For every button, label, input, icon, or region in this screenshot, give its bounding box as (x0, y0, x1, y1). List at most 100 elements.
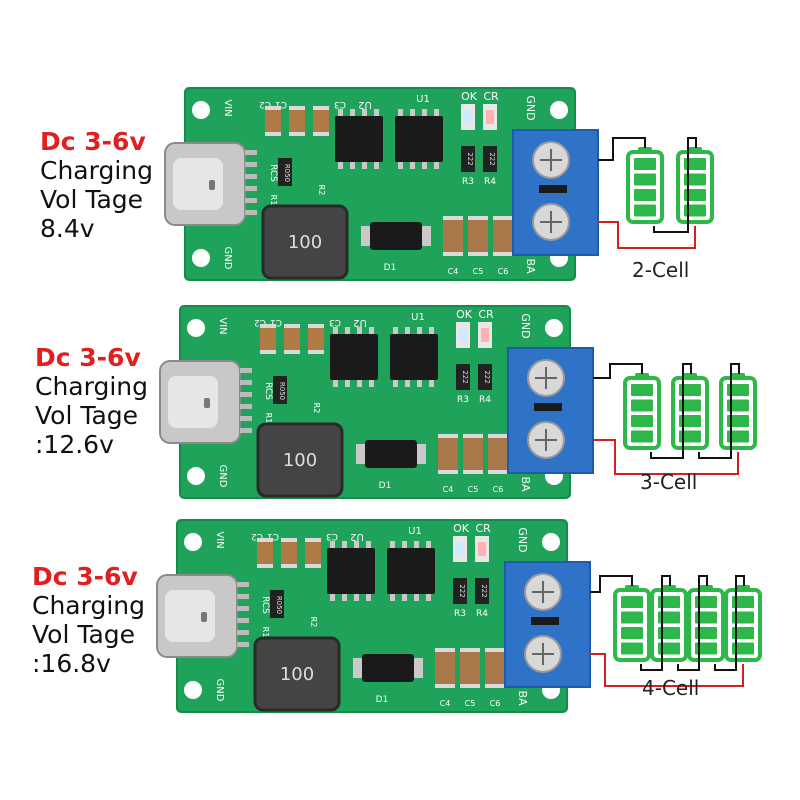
battery-bar (658, 611, 680, 624)
cell-caption: 2-Cell (632, 258, 690, 282)
rcs-label: RCS (268, 164, 278, 182)
vin-label: VIN (214, 531, 225, 548)
ic-pin (345, 327, 350, 334)
ic-pin (374, 162, 379, 169)
cell-caption: 3-Cell (640, 470, 698, 494)
r3-label: R3 (454, 609, 466, 619)
battery-bar (684, 173, 706, 186)
mounting-hole (545, 319, 563, 337)
c6-label: C6 (490, 699, 501, 708)
c3-label: C3 (334, 99, 346, 109)
input-voltage-text: Dc 3-6v (32, 562, 138, 591)
gnd-label: GND (214, 679, 225, 702)
ic-pin (434, 162, 439, 169)
gnd-right-label: GND (516, 527, 529, 552)
u1-label: U1 (408, 526, 422, 537)
wire-series (640, 575, 671, 671)
battery-bar (695, 611, 717, 624)
usb-pin (245, 210, 257, 215)
ic-pin (362, 109, 367, 116)
ic-pin (402, 541, 407, 548)
wire-black (598, 137, 646, 161)
module-row-4cell: Dc 3-6v Charging Vol Tage :16.8v VIN GND C… (0, 512, 800, 742)
mounting-hole (192, 101, 210, 119)
battery-bar (695, 627, 717, 639)
ic-pin (342, 594, 347, 601)
capacitor-body (460, 652, 480, 684)
resistor-r3 (461, 146, 475, 172)
ic-pin (354, 594, 359, 601)
c1-label: C1 (267, 531, 279, 541)
r1-label: R1 (264, 413, 273, 424)
diode-d1 (362, 654, 414, 682)
ic-pin (410, 162, 415, 169)
inductor (256, 422, 344, 498)
battery-bar (727, 384, 749, 396)
capacitor-body (468, 220, 488, 252)
led-ok-lens (456, 542, 464, 556)
ic-pin (422, 162, 427, 169)
ok-label: OK (461, 90, 478, 103)
ic-pin (357, 380, 362, 387)
input-voltage-text: Dc 3-6v (35, 343, 141, 372)
battery-bar (732, 642, 754, 655)
charging-text: Charging (40, 156, 153, 185)
inductor-value: 100 (280, 664, 314, 685)
u1-label: U1 (411, 312, 425, 323)
c4-label: C4 (440, 699, 451, 708)
diode-d1 (370, 222, 422, 250)
battery-bar (631, 399, 653, 412)
battery-bar (727, 430, 749, 443)
rcs-label: RCS (263, 382, 273, 400)
usb-pin (237, 594, 249, 599)
usb-pin (237, 630, 249, 635)
r3-value: 222 (466, 152, 474, 165)
r4-value: 222 (483, 370, 491, 383)
c4-label: C4 (448, 267, 459, 276)
ic-pin (429, 327, 434, 334)
capacitor-body (443, 220, 463, 252)
battery-bar (631, 384, 653, 396)
gnd-label: GND (217, 465, 228, 488)
wire-red (590, 653, 744, 687)
led-ok-lens (459, 328, 467, 342)
capacitor-body (313, 110, 329, 132)
u2-label: U2 (350, 531, 364, 542)
u2-label: U2 (358, 99, 372, 110)
r1-label: R1 (269, 195, 278, 206)
battery-bar (679, 415, 701, 427)
usb-pin (245, 198, 257, 203)
c3-label: C3 (326, 531, 338, 541)
voltage-label: Dc 3-6v Charging Vol Tage :12.6v (35, 343, 210, 459)
battery-bar (732, 596, 754, 608)
capacitor-body (438, 438, 458, 470)
ic-chip (395, 116, 443, 162)
c6-label: C6 (493, 485, 504, 494)
diode-pad (422, 226, 431, 246)
capacitor-body (260, 328, 276, 350)
ic-pin (434, 109, 439, 116)
gnd-right-label: GND (519, 313, 532, 338)
ic-chip (330, 334, 378, 380)
voltage-label: Dc 3-6v Charging Vol Tage :16.8v (32, 562, 207, 678)
capacitor-body (305, 542, 321, 564)
r1-label: R1 (261, 627, 270, 638)
ic-pin (350, 109, 355, 116)
battery-bar (634, 173, 656, 186)
resistor-r050 (278, 158, 292, 186)
usb-pin (245, 186, 257, 191)
usb-pin (240, 416, 252, 421)
voltage-label: Dc 3-6v Charging Vol Tage 8.4v (40, 127, 215, 243)
capacitor-body (488, 438, 508, 470)
capacitor-body (265, 110, 281, 132)
ic-pin (342, 541, 347, 548)
wire-red (593, 439, 739, 475)
charging-text: Charging (35, 372, 148, 401)
usb-pin (240, 392, 252, 397)
ic-pin (429, 380, 434, 387)
r2-label: R2 (317, 185, 326, 196)
capacitor-body (281, 542, 297, 564)
vol-tage-text: Vol Tage (32, 620, 136, 649)
